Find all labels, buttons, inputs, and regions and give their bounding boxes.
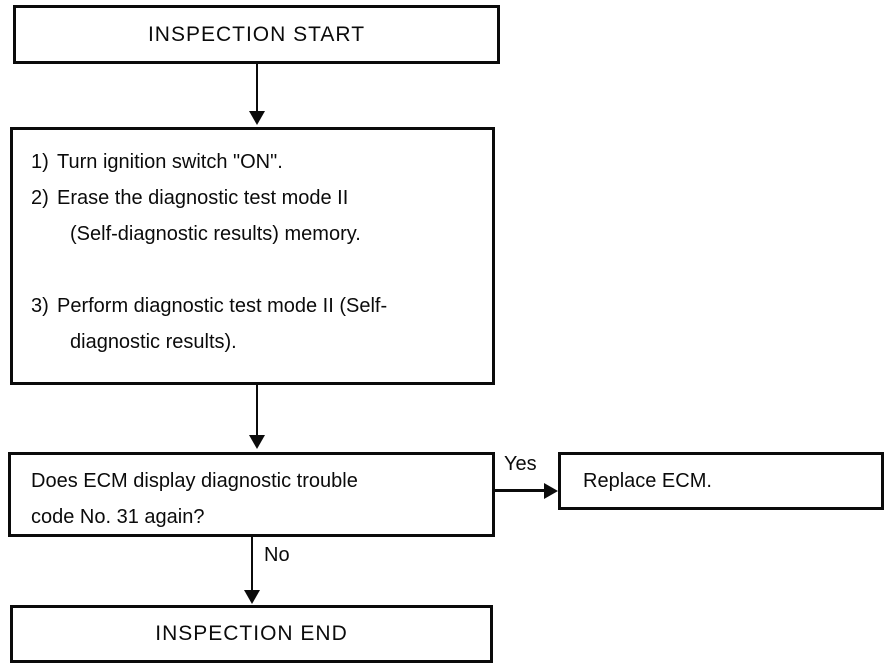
connector-decision-to-end	[251, 537, 253, 591]
node-replace-ecm: Replace ECM.	[558, 452, 884, 510]
connector-decision-to-replace	[495, 489, 545, 492]
arrowhead-down-icon	[249, 435, 265, 449]
step-item: 1) Turn ignition switch "ON".	[31, 144, 480, 180]
step-number: 2)	[31, 187, 49, 209]
arrowhead-down-icon	[244, 590, 260, 604]
node-inspection-end: INSPECTION END	[10, 605, 493, 663]
connector-start-to-steps	[256, 64, 258, 112]
node-decision-dtc-31: Does ECM display diagnostic trouble code…	[8, 452, 495, 537]
step-text: Erase the diagnostic test mode II (Self-…	[57, 187, 361, 245]
step-item: 3) Perform diagnostic test mode II (Self…	[31, 288, 480, 360]
edge-label-yes: Yes	[504, 453, 537, 475]
inspection-start-label: INSPECTION START	[147, 22, 366, 46]
step-number: 1)	[31, 151, 49, 173]
node-procedure-steps: 1) Turn ignition switch "ON". 2) Erase t…	[10, 127, 495, 385]
step-item: 2) Erase the diagnostic test mode II (Se…	[31, 180, 480, 252]
node-inspection-start: INSPECTION START	[13, 5, 500, 64]
arrowhead-down-icon	[249, 111, 265, 125]
replace-ecm-label: Replace ECM.	[583, 469, 712, 492]
step-text: Perform diagnostic test mode II (Self- d…	[57, 295, 388, 353]
step-text: Turn ignition switch "ON".	[57, 151, 283, 173]
step-number: 3)	[31, 295, 49, 317]
inspection-end-label: INSPECTION END	[155, 622, 348, 645]
decision-question: Does ECM display diagnostic trouble code…	[31, 470, 358, 528]
arrowhead-right-icon	[544, 483, 558, 499]
connector-steps-to-decision	[256, 385, 258, 436]
edge-label-no: No	[264, 544, 290, 566]
